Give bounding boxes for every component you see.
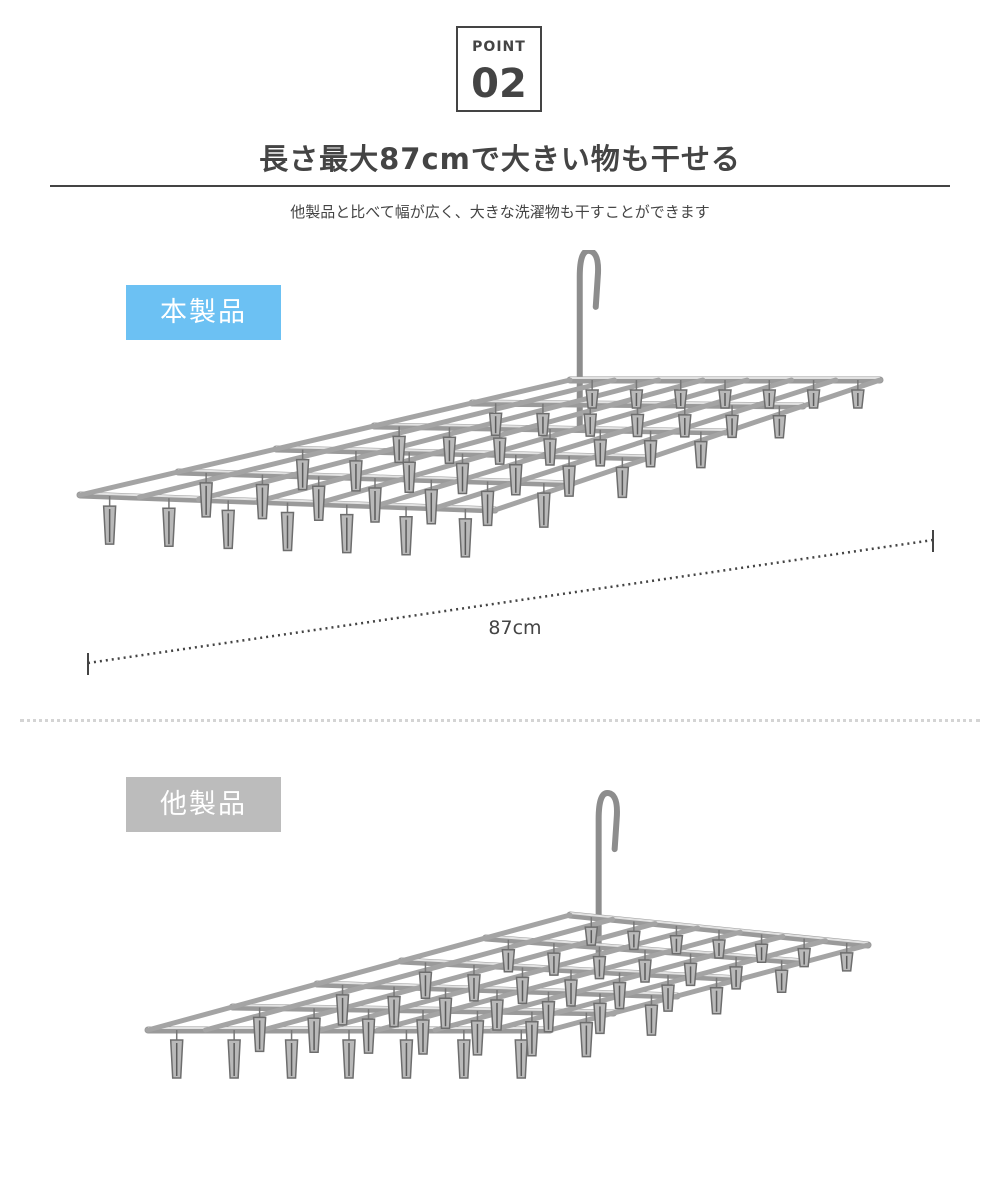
point-badge: POINT 02 bbox=[456, 26, 542, 112]
rack-crossbar bbox=[77, 377, 573, 498]
hanger-hook-icon bbox=[576, 250, 602, 430]
title-divider bbox=[50, 185, 950, 187]
hanger-hook-icon bbox=[595, 790, 620, 973]
page-subtitle: 他製品と比べて幅が広く、大きな洗濯物も干すことができます bbox=[290, 203, 710, 221]
rack-crossbar bbox=[255, 377, 706, 504]
other-product-image bbox=[144, 790, 872, 1079]
rack-crossbar bbox=[136, 377, 617, 500]
rack-bar-highlight bbox=[569, 912, 869, 944]
rack-crossbar bbox=[202, 916, 616, 1033]
page-title: 長さ最大87cmで大きい物も干せる bbox=[259, 142, 741, 176]
our-product-badge: 本製品 bbox=[126, 285, 281, 340]
dimension-label: 87cm bbox=[488, 617, 542, 639]
dimension-line bbox=[87, 530, 934, 675]
point-label: POINT bbox=[472, 39, 526, 55]
rack-crossbar bbox=[196, 377, 662, 502]
our-product-image bbox=[76, 250, 884, 558]
other-product-badge: 他製品 bbox=[126, 777, 281, 832]
section-separator bbox=[20, 719, 980, 722]
point-number: 02 bbox=[471, 61, 527, 107]
rack-crossbar bbox=[145, 912, 573, 1033]
